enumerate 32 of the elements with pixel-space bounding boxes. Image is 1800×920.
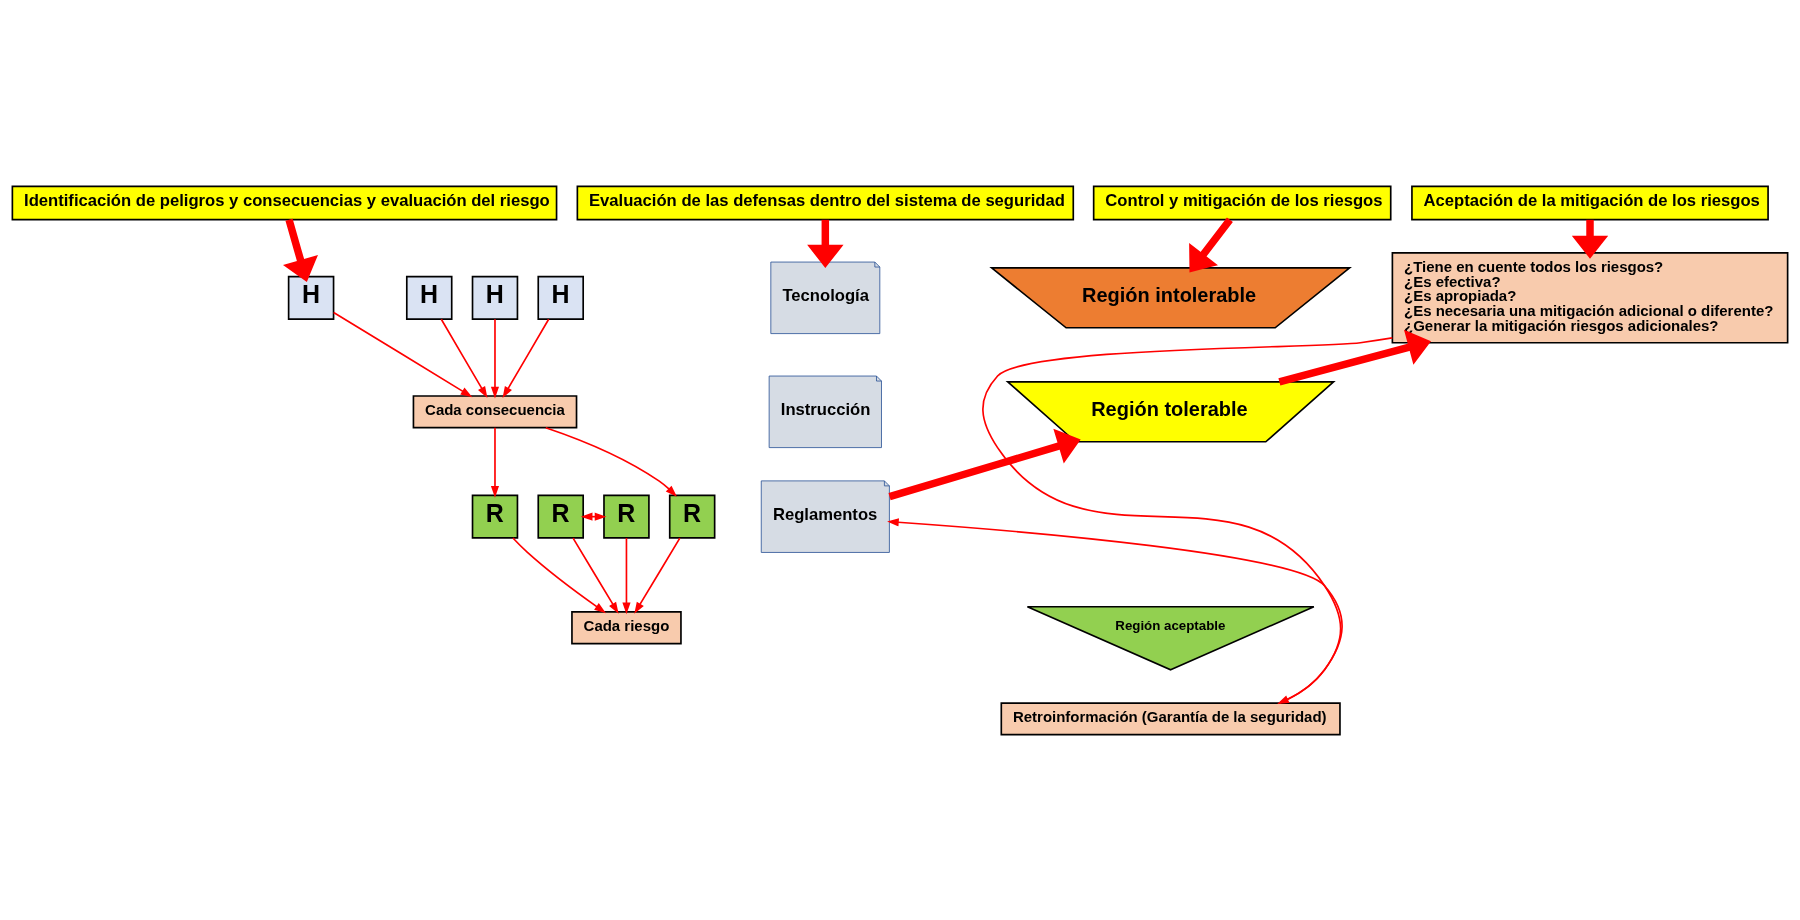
node-box: R — [537, 494, 584, 539]
arrow — [512, 536, 606, 613]
arrow — [332, 311, 473, 397]
arrow — [572, 536, 619, 614]
node-box: Retroinformación (Garantía de la seguridad) — [1000, 701, 1341, 735]
arrow — [888, 428, 1081, 500]
arrow — [490, 426, 500, 498]
node-box: H — [537, 275, 584, 320]
node-box: Control y mitigación de los riesgos — [1092, 185, 1392, 220]
node-box: H — [287, 275, 335, 320]
node-box: R — [603, 494, 650, 539]
arrow — [807, 219, 844, 268]
arrow — [502, 317, 550, 398]
arrow — [622, 536, 631, 614]
arrow — [634, 536, 681, 614]
arrow — [283, 218, 318, 282]
arrow — [1278, 329, 1431, 385]
node-box: Cada consecuencia — [412, 394, 578, 428]
arrow — [440, 317, 488, 398]
arrow — [544, 426, 677, 497]
arrow — [1189, 217, 1233, 272]
node-box: Aceptación de la mitigación de los riesgos — [1411, 185, 1769, 220]
node-box: R — [471, 494, 519, 539]
arrow — [490, 317, 500, 398]
node-box: R — [668, 494, 716, 539]
node-box: H — [471, 275, 519, 320]
node-box: Identificación de peligros y consecuencias y evaluación del riesgo — [11, 185, 558, 220]
node-box: Evaluación de las defensas dentro del sistema de seguridad — [576, 185, 1075, 220]
node-box: Cada riesgo — [571, 610, 682, 644]
arrow — [1571, 219, 1609, 259]
node-box: H — [405, 275, 453, 320]
node-box: ¿Tiene en cuente todos los riesgos? ¿Es efectiva? ¿Es apropiada? ¿Es necesaria una mitigación adicional o diferente? ¿Generar la mitigación riesgos adicionales? — [1391, 251, 1789, 344]
